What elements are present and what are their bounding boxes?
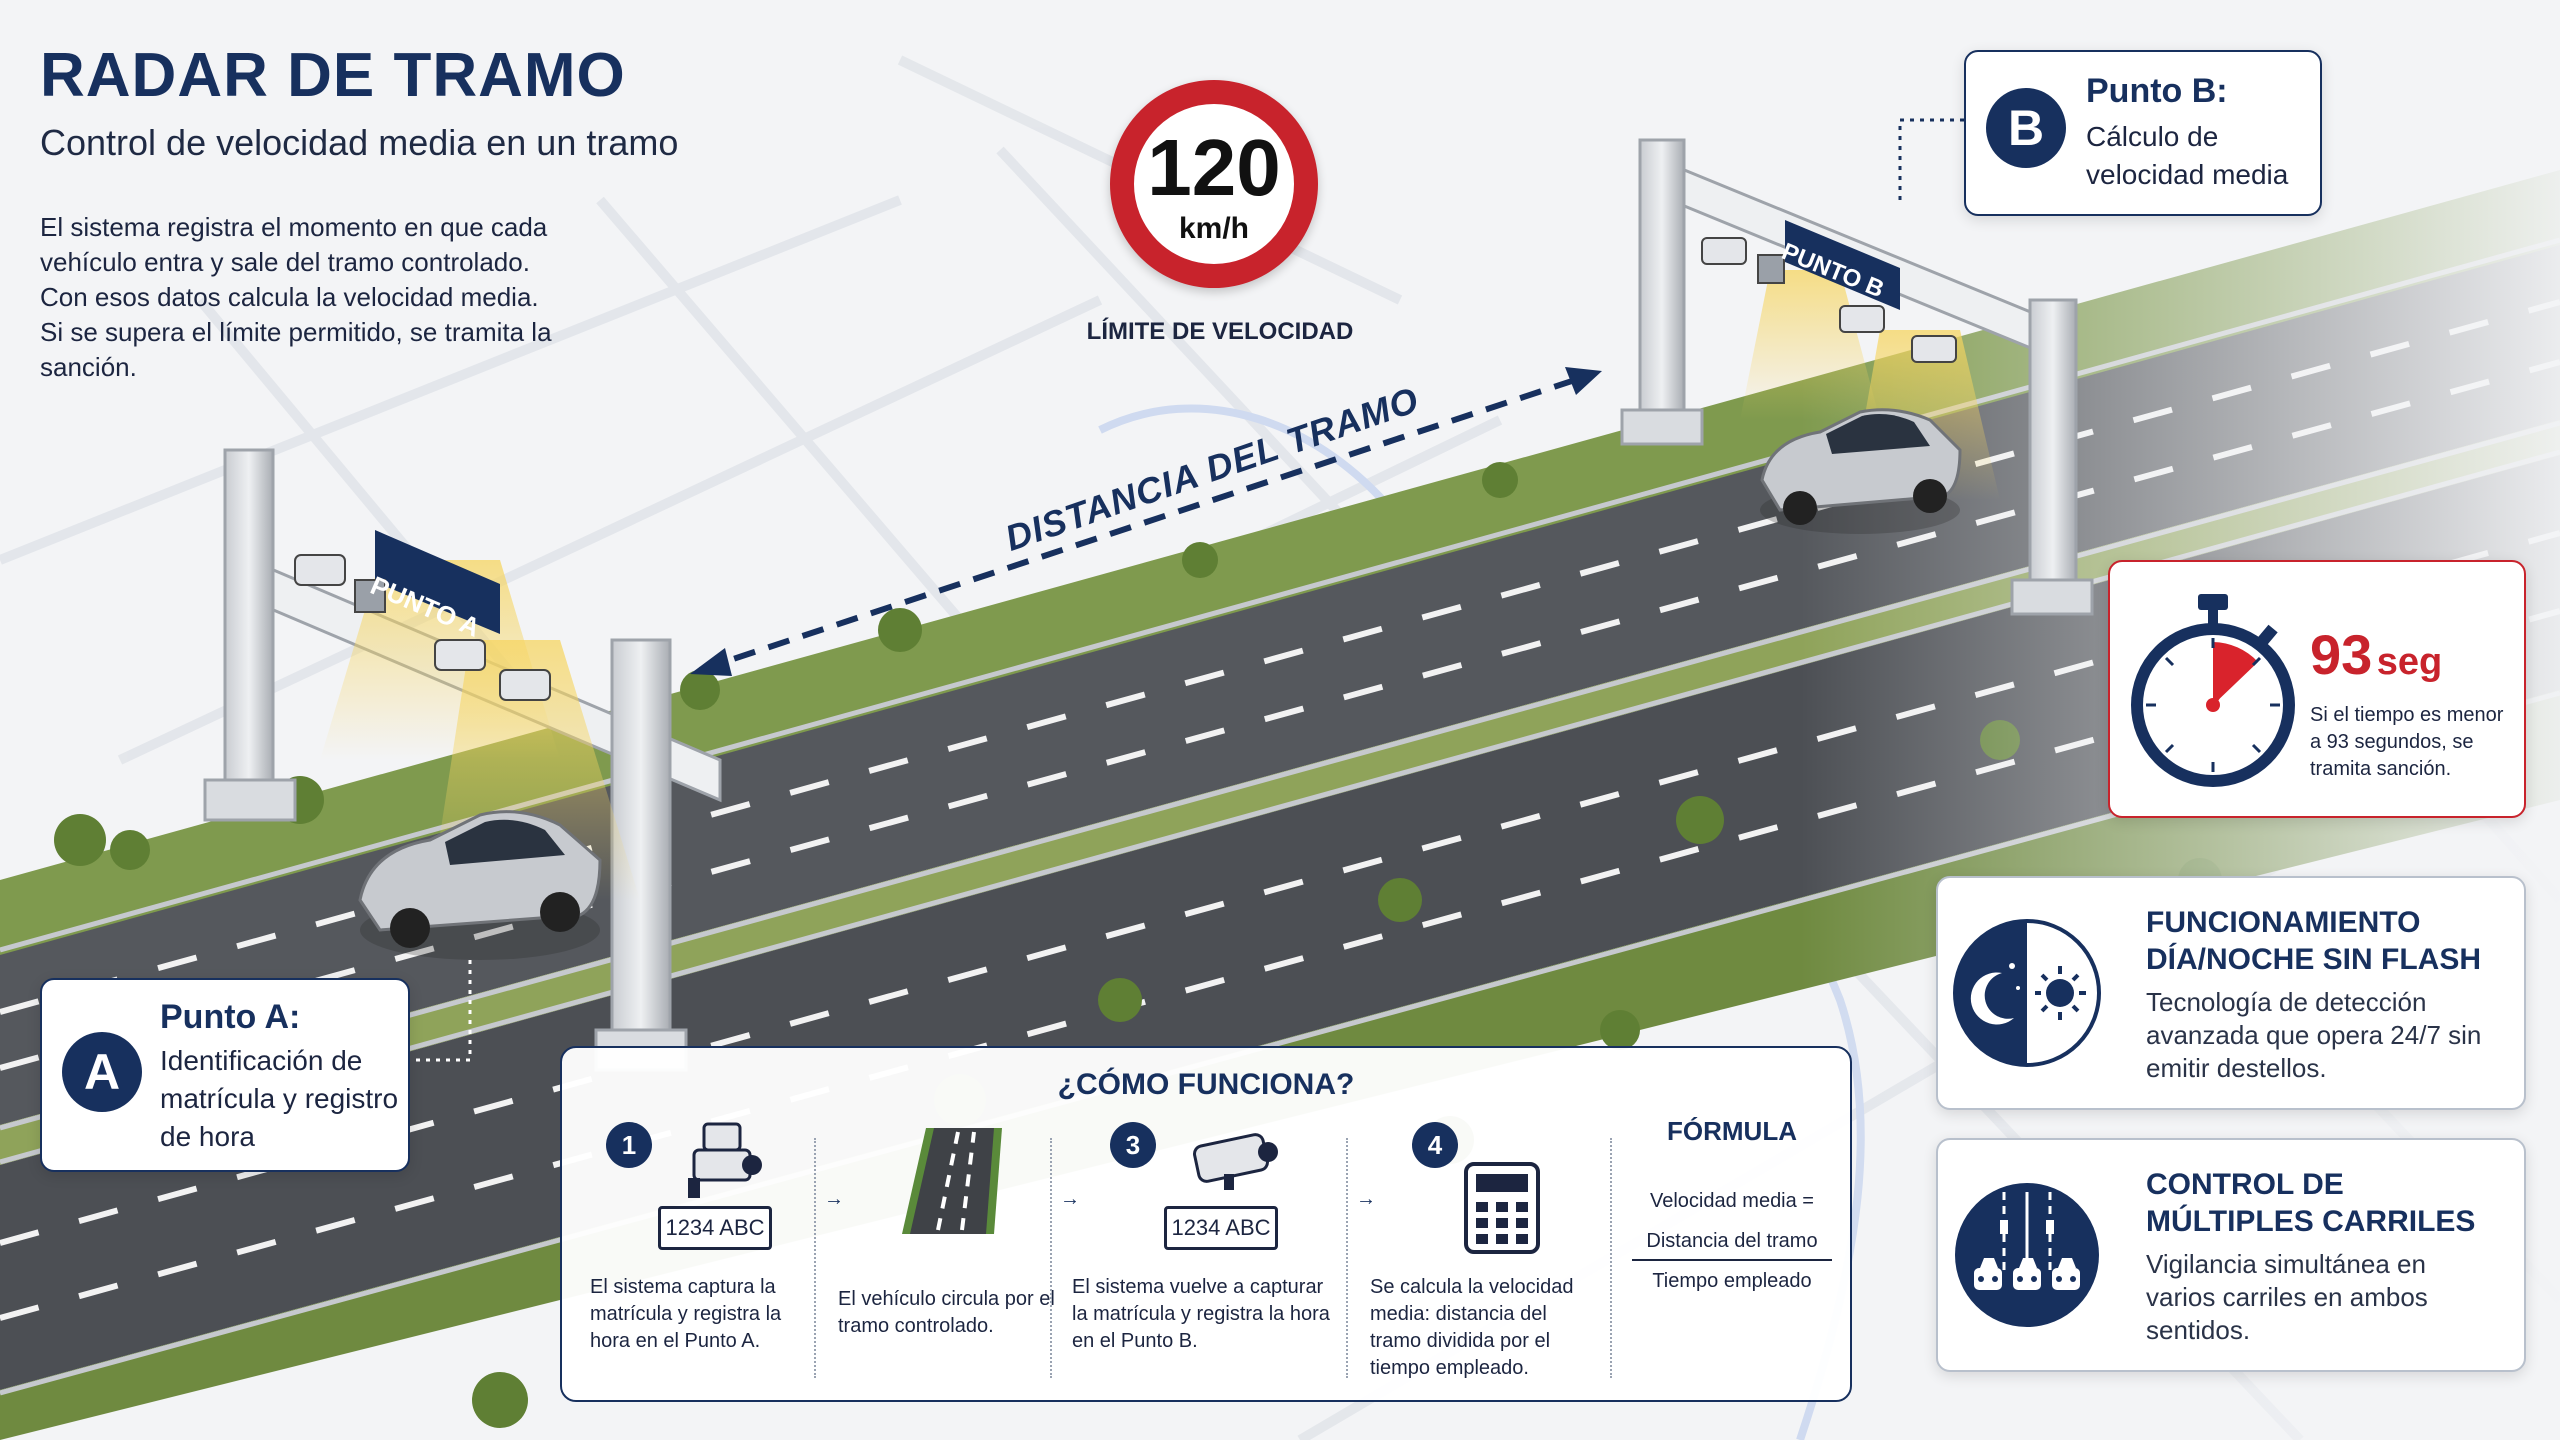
step-2-text: El vehículo circula por el tramo control… [838, 1288, 1055, 1337]
multi-lane-icon [1955, 1183, 2099, 1327]
step-1-number: 1 [606, 1122, 652, 1168]
how-it-works-title: ¿CÓMO FUNCIONA? [1057, 1068, 1355, 1101]
step-1-text: El sistema captura la matrícula y regist… [590, 1276, 782, 1352]
feature-day-night-text: Tecnología de detección avanzada que ope… [2146, 987, 2482, 1083]
arrow-icon: → [824, 1188, 844, 1210]
gantry-b [1620, 138, 2094, 616]
feature-multi-lane-card: CONTROL DE MÚLTIPLES CARRILES Vigilancia… [1936, 1138, 2526, 1372]
leader-b [1898, 118, 1964, 200]
day-night-icon [1953, 919, 2101, 1067]
feature-multi-lane-text: Vigilancia simultánea en varios carriles… [2146, 1249, 2428, 1345]
step-3-plate: 1234 ABC [1164, 1206, 1278, 1250]
point-b-text: Cálculo de velocidad media [2086, 121, 2289, 190]
step-3-text: El sistema vuelve a capturar la matrícul… [1072, 1276, 1330, 1352]
formula-denominator: Tiempo empleado [1652, 1270, 1812, 1292]
separator [814, 1138, 816, 1378]
timer-unit: seg [2376, 641, 2443, 683]
point-b-title: Punto B: [2086, 72, 2228, 110]
feature-day-night-card: FUNCIONAMIENTO DÍA/NOCHE SIN FLASH Tecno… [1936, 876, 2526, 1110]
separator [1610, 1138, 1612, 1378]
distance-arrow [690, 367, 1602, 676]
formula-numerator: Distancia del tramo [1632, 1230, 1832, 1261]
arrow-icon: → [1060, 1188, 1080, 1210]
step-1-plate: 1234 ABC [658, 1206, 772, 1250]
timer-text: Si el tiempo es menor a 93 segundos, se … [2310, 704, 2504, 780]
gantry-a-sign [375, 530, 500, 634]
car-near-point-a [358, 810, 602, 960]
car-near-point-b [1760, 408, 1962, 534]
arrow-icon: → [1356, 1188, 1376, 1210]
page-title: RADAR DE TRAMO [40, 41, 626, 110]
calculator-icon [1464, 1162, 1540, 1254]
description: El sistema registra el momento en que ca… [40, 212, 552, 382]
timer-value: 93 seg [2310, 622, 2442, 687]
point-a-badge: A [62, 1032, 142, 1112]
formula-lhs: Velocidad media = [1649, 1190, 1814, 1212]
point-b-card: B Punto B: Cálculo de velocidad media [1964, 50, 2322, 216]
stopwatch-icon [2131, 594, 2295, 787]
step-4-number: 4 [1412, 1122, 1458, 1168]
step-4-text: Se calcula la velocidad media: distancia… [1370, 1276, 1574, 1379]
point-b-badge: B [1986, 88, 2066, 168]
point-a-title: Punto A: [160, 998, 301, 1036]
how-it-works-panel: ¿CÓMO FUNCIONA? 1 1234 ABC El sistema ca… [560, 1046, 1852, 1402]
point-a-card: A Punto A: Identificación de matrícula y… [40, 978, 410, 1172]
page-subtitle: Control de velocidad media en un tramo [40, 122, 679, 163]
gantry-b-sign [1785, 220, 1900, 310]
speed-limit-unit: km/h [1178, 212, 1250, 245]
road-icon [902, 1128, 1002, 1234]
camera-icon [1193, 1133, 1278, 1190]
speed-limit-value: 120 [1147, 123, 1281, 212]
speed-limit-sign: 120 km/h [1110, 80, 1318, 288]
leader-a [406, 960, 472, 1062]
speed-limit-label: LÍMITE DE VELOCIDAD [1086, 318, 1354, 345]
separator [1346, 1138, 1348, 1378]
separator [1050, 1138, 1052, 1378]
formula-title: FÓRMULA [1667, 1116, 1797, 1146]
timer-number: 93 [2310, 623, 2373, 686]
camera-icon [688, 1122, 762, 1198]
timer-card: 93 seg Si el tiempo es menor a 93 segund… [2108, 560, 2526, 818]
feature-multi-lane-title: CONTROL DE MÚLTIPLES CARRILES [2146, 1168, 2476, 1238]
step-3-number: 3 [1110, 1122, 1156, 1168]
point-a-text: Identificación de matrícula y registro d… [160, 1045, 399, 1152]
feature-day-night-title: FUNCIONAMIENTO DÍA/NOCHE SIN FLASH [2146, 906, 2482, 976]
